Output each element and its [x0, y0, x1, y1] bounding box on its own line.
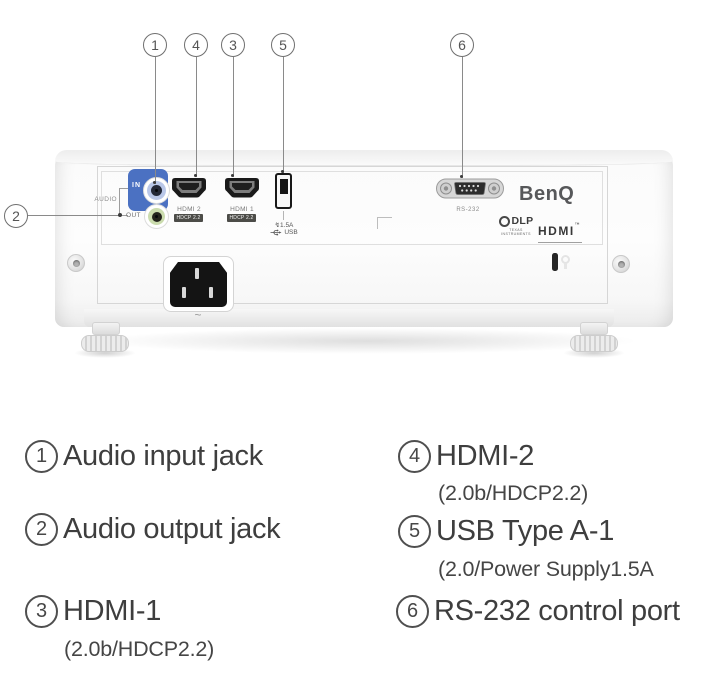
hdmi-logo-text: HDMI — [538, 224, 575, 238]
screw-left — [67, 254, 85, 272]
rear-panel — [97, 166, 608, 304]
legend-label-2: Audio output jack — [63, 513, 281, 545]
audio-in-jack — [143, 177, 170, 204]
dlp-ring-icon — [498, 215, 510, 227]
usb-label-row: USB — [264, 229, 304, 236]
legend-num-1: 1 — [25, 440, 58, 473]
usb-leader-line — [283, 211, 284, 220]
audio-in-label: IN — [132, 182, 141, 189]
panel-corner-mark — [377, 217, 392, 229]
callout-dot-5 — [281, 170, 284, 173]
usb-current-label: ↯1.5A — [274, 222, 294, 229]
power-pin-right — [209, 287, 213, 298]
foot-left — [81, 335, 129, 352]
hdmi-1-port — [225, 178, 259, 198]
hdmi-1-port-label: HDMI 1 — [230, 206, 254, 213]
power-pin-left — [182, 287, 186, 298]
callout-circle-5: 5 — [271, 33, 295, 57]
usb-text-label: USB — [284, 229, 298, 236]
hdcp-badge-hdmi2: HDCP 2.2 — [174, 214, 203, 222]
foot-right — [570, 335, 618, 352]
legend-label-1: Audio input jack — [63, 440, 263, 472]
legend-num-5: 5 — [398, 515, 431, 548]
audio-out-label: OUT — [126, 212, 141, 219]
ac-symbol: ~ — [194, 308, 202, 322]
callout-circle-2: 2 — [4, 204, 28, 228]
ports-strip — [101, 171, 603, 245]
legend-item-hdmi2: 4 HDMI-2 — [398, 438, 534, 475]
projector-bottom-recess — [84, 309, 614, 327]
legend-sub-5: (2.0/Power Supply1.5A — [438, 557, 654, 581]
callout-dot-3 — [231, 174, 234, 177]
rs232-port-label: RS-232 — [456, 207, 480, 213]
legend-item-rs232: 6 RS-232 control port — [396, 593, 680, 630]
kensington-lock-slot — [552, 253, 558, 271]
legend-label-4: HDMI-2 — [436, 440, 535, 472]
legend-sub-4: (2.0b/HDCP2.2) — [438, 481, 589, 505]
legend-item-audio-input: 1 Audio input jack — [25, 438, 263, 475]
hdmi-logo: HDMI™ — [538, 222, 582, 243]
legend-item-usb: 5 USB Type A-1 — [398, 513, 614, 550]
callout-circle-4: 4 — [184, 33, 208, 57]
callout-dot-4 — [194, 174, 197, 177]
legend-num-2: 2 — [25, 513, 58, 546]
audio-out-jack — [144, 204, 169, 229]
hdmi-logo-tagline — [538, 242, 582, 243]
callout-dot-2 — [118, 213, 122, 217]
audio-group-label: AUDIO — [94, 196, 117, 203]
legend-num-4: 4 — [398, 440, 431, 473]
hdmi-trademark: ™ — [574, 222, 580, 228]
callout-line-4 — [196, 57, 197, 177]
benq-logo: BenQ — [519, 183, 575, 205]
hdmi-2-port-label: HDMI 2 — [177, 206, 201, 213]
foot-shadow-right — [563, 348, 625, 358]
legend-label-3: HDMI-1 — [63, 595, 162, 627]
projector-top-edge — [55, 150, 673, 166]
power-pin-ground — [195, 268, 199, 279]
callout-line-3 — [233, 57, 234, 177]
callout-line-1 — [155, 57, 156, 184]
legend-item-audio-output: 2 Audio output jack — [25, 511, 281, 548]
floor-shadow — [95, 328, 640, 354]
dlp-logo: DLP TEXAS INSTRUMENTS — [496, 215, 536, 236]
callout-line-5 — [283, 57, 284, 173]
usb-port — [275, 173, 292, 209]
legend-num-6: 6 — [396, 595, 429, 628]
power-inlet — [170, 262, 227, 307]
callout-circle-6: 6 — [450, 33, 474, 57]
legend-label-6: RS-232 control port — [434, 595, 680, 627]
hdcp-badge-hdmi1: HDCP 2.2 — [227, 214, 256, 222]
dlp-subtext: TEXAS INSTRUMENTS — [501, 228, 531, 236]
legend-num-3: 3 — [25, 595, 58, 628]
hdmi-2-port — [172, 178, 206, 198]
usb-trident-icon — [270, 229, 282, 236]
foot-right-shaft — [580, 322, 608, 335]
legend-item-hdmi1: 3 HDMI-1 — [25, 593, 161, 630]
dlp-text: DLP — [511, 215, 534, 227]
foot-left-shaft — [92, 322, 120, 335]
legend-label-5: USB Type A-1 — [436, 515, 615, 547]
callout-line-2 — [28, 215, 120, 216]
callout-circle-3: 3 — [221, 33, 245, 57]
kensington-lock-icon-stem — [564, 263, 567, 269]
callout-dot-1 — [153, 181, 156, 184]
audio-group-bracket — [119, 188, 128, 216]
usb-tongue — [279, 179, 288, 194]
callout-dot-6 — [460, 175, 463, 178]
legend-sub-3: (2.0b/HDCP2.2) — [64, 637, 215, 661]
rs232-port — [436, 178, 504, 199]
screw-right — [612, 255, 630, 273]
foot-shadow-left — [74, 348, 136, 358]
callout-circle-1: 1 — [143, 33, 167, 57]
callout-line-6 — [462, 57, 463, 178]
